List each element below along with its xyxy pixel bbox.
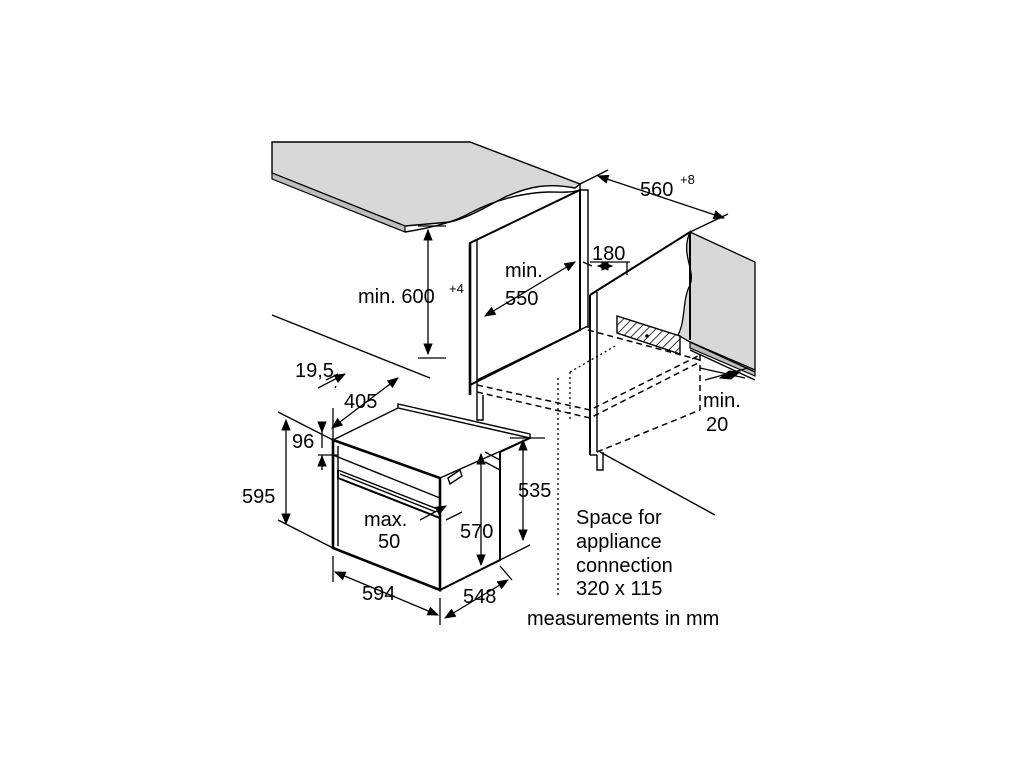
label-min-600: min. 600 bbox=[358, 286, 435, 308]
label-595: 595 bbox=[242, 486, 275, 508]
oven bbox=[331, 403, 533, 592]
label-19-5: 19,5 bbox=[295, 360, 334, 382]
label-min-20-prefix: min. bbox=[703, 390, 741, 412]
label-180: 180 bbox=[592, 243, 625, 265]
note-line-1: Space for bbox=[576, 507, 662, 529]
dimension-labels: 560 +8 180 min. 550 min. 600 +4 min. 20 … bbox=[242, 172, 741, 608]
floor-lines bbox=[271, 314, 756, 516]
label-594: 594 bbox=[362, 583, 395, 605]
label-20: 20 bbox=[706, 414, 728, 436]
label-405: 405 bbox=[344, 391, 377, 413]
cabinet-right-side bbox=[589, 230, 701, 471]
label-max-prefix: max. bbox=[364, 509, 407, 531]
countertop-right bbox=[677, 231, 756, 377]
connection-leader-lines bbox=[557, 344, 618, 595]
note-line-3: connection bbox=[576, 555, 673, 577]
appliance-connection-area bbox=[616, 315, 681, 355]
countertop-left bbox=[271, 141, 582, 233]
note-line-2: appliance bbox=[576, 531, 662, 553]
label-min-550-prefix: min. bbox=[505, 260, 543, 282]
label-96: 96 bbox=[292, 431, 314, 453]
units-note: measurements in mm bbox=[527, 608, 719, 630]
connection-note: Space for appliance connection 320 x 115 bbox=[576, 507, 673, 600]
label-560: 560 bbox=[640, 179, 673, 201]
note-line-4: 320 x 115 bbox=[576, 578, 662, 600]
label-max-50: 50 bbox=[378, 531, 400, 553]
label-560-tolerance: +8 bbox=[680, 172, 695, 187]
label-548: 548 bbox=[463, 586, 496, 608]
label-570: 570 bbox=[460, 521, 493, 543]
dimension-lines bbox=[277, 169, 749, 625]
label-550: 550 bbox=[505, 288, 538, 310]
label-535: 535 bbox=[518, 480, 551, 502]
label-600-tolerance: +4 bbox=[449, 281, 464, 296]
